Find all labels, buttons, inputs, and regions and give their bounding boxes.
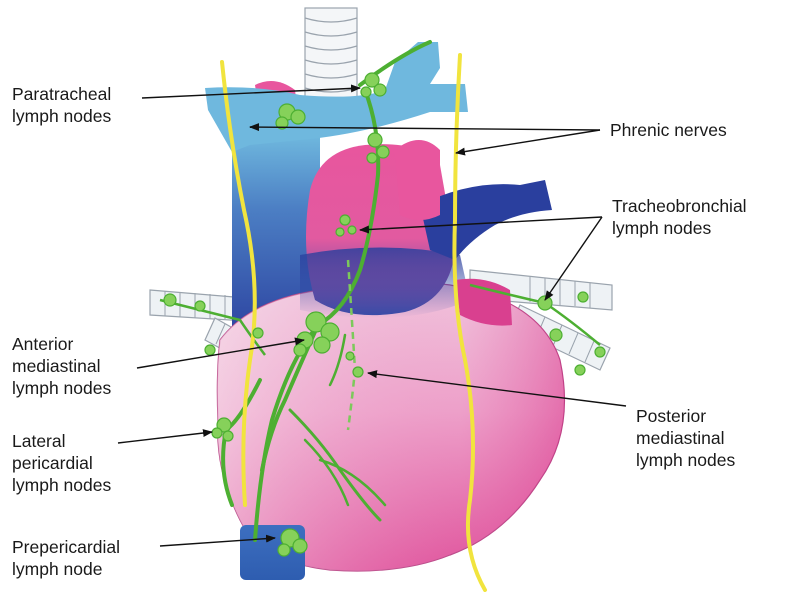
label-lateral-line2: pericardial xyxy=(12,452,111,474)
aorta-upper xyxy=(395,140,440,220)
label-prepericardial-line1: Prepericardial xyxy=(12,536,120,558)
label-paratracheal-line2: lymph nodes xyxy=(12,105,111,127)
label-prepericardial: Prepericardial lymph node xyxy=(12,536,120,580)
label-tracheobronchial-line1: Tracheobronchial xyxy=(612,195,747,217)
label-anterior-line1: Anterior xyxy=(12,333,111,355)
label-posterior: Posterior mediastinal lymph nodes xyxy=(636,405,735,471)
label-tracheobronchial: Tracheobronchial lymph nodes xyxy=(612,195,747,239)
label-anterior: Anterior mediastinal lymph nodes xyxy=(12,333,111,399)
label-lateral-line1: Lateral xyxy=(12,430,111,452)
label-posterior-line1: Posterior xyxy=(636,405,735,427)
label-tracheobronchial-line2: lymph nodes xyxy=(612,217,747,239)
label-phrenic-line1: Phrenic nerves xyxy=(610,119,727,141)
label-prepericardial-line2: lymph node xyxy=(12,558,120,580)
label-posterior-line3: lymph nodes xyxy=(636,449,735,471)
label-paratracheal-line1: Paratracheal xyxy=(12,83,111,105)
label-phrenic: Phrenic nerves xyxy=(610,119,727,141)
label-posterior-line2: mediastinal xyxy=(636,427,735,449)
label-anterior-line2: mediastinal xyxy=(12,355,111,377)
blue-band xyxy=(300,248,470,319)
label-paratracheal: Paratracheal lymph nodes xyxy=(12,83,111,127)
arrow-phrenic-right xyxy=(456,130,600,153)
label-lateral: Lateral pericardial lymph nodes xyxy=(12,430,111,496)
label-anterior-line3: lymph nodes xyxy=(12,377,111,399)
arrow-lateral xyxy=(118,432,212,443)
label-lateral-line3: lymph nodes xyxy=(12,474,111,496)
trachea xyxy=(305,8,357,108)
